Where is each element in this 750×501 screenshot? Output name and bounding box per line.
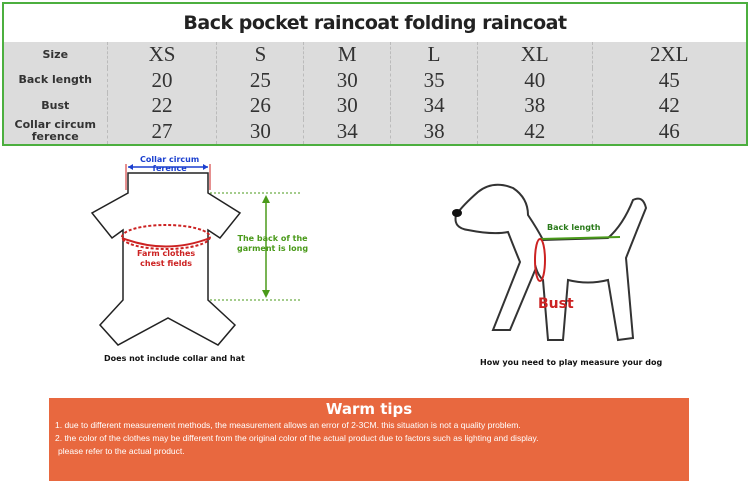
back-label-line1: The back of the [237,234,308,243]
dog-diagram [452,183,648,342]
header-cell: XL [477,42,592,68]
table-cell: 25 [216,67,304,93]
tip-line: 2. the color of the clothes may be diffe… [55,433,539,443]
header-cell: M [303,42,391,68]
garment-caption: Does not include collar and hat [104,354,245,363]
table-row: Bust 22 26 30 34 38 42 [4,93,746,119]
back-label-line2: garment is long [237,244,309,253]
table-cell: 42 [477,118,592,144]
dog-caption: How you need to play measure your dog [480,358,663,367]
warm-tips-title: Warm tips [325,400,413,418]
size-chart: Back pocket raincoat folding raincoat Si… [2,2,748,146]
table-cell: 46 [591,118,746,144]
page-title: Back pocket raincoat folding raincoat [183,12,567,34]
table-row: Collar circum ference 27 30 34 38 42 46 [4,118,746,144]
tip-line: please refer to the actual product. [58,446,185,456]
table-cell: 22 [106,93,217,119]
table-cell: 30 [303,67,391,93]
row-label: Collar circum ference [14,118,96,144]
collar-label-line2: ference [152,164,187,173]
table-cell: 30 [303,93,391,119]
tip-line: 1. due to different measurement methods,… [55,420,521,430]
table-cell: 30 [216,118,304,144]
header-cell: L [390,42,478,68]
table-cell: 35 [390,67,478,93]
collar-label-line1: Collar circum [140,155,200,164]
header-cell: S [216,42,304,68]
chest-label-line1: Farm clothes [137,249,196,258]
table-cell: 20 [106,67,217,93]
table-header-row: Size XS S M L XL 2XL [4,42,746,68]
table-cell: 38 [390,118,478,144]
table-cell: 27 [106,118,217,144]
garment-diagram [90,164,300,346]
chest-label-line2: chest fields [140,259,192,268]
dog-back-length-label: Back length [547,223,601,232]
warm-tips-panel: Warm tips 1. due to different measuremen… [49,398,689,481]
size-table: Size XS S M L XL 2XL Back length 20 25 3… [4,42,746,144]
row-label: Back length [18,73,93,87]
header-size: Size [42,47,69,61]
header-cell: XS [106,42,217,68]
table-cell: 26 [216,93,304,119]
table-cell: 38 [477,93,592,119]
table-cell: 34 [303,118,391,144]
table-cell: 42 [591,93,746,119]
table-cell: 45 [591,67,746,93]
header-cell: 2XL [591,42,746,68]
dog-bust-label: Bust [538,296,574,312]
table-row: Back length 20 25 30 35 40 45 [4,67,746,93]
table-cell: 34 [390,93,478,119]
table-cell: 40 [477,67,592,93]
row-label: Bust [41,98,70,112]
